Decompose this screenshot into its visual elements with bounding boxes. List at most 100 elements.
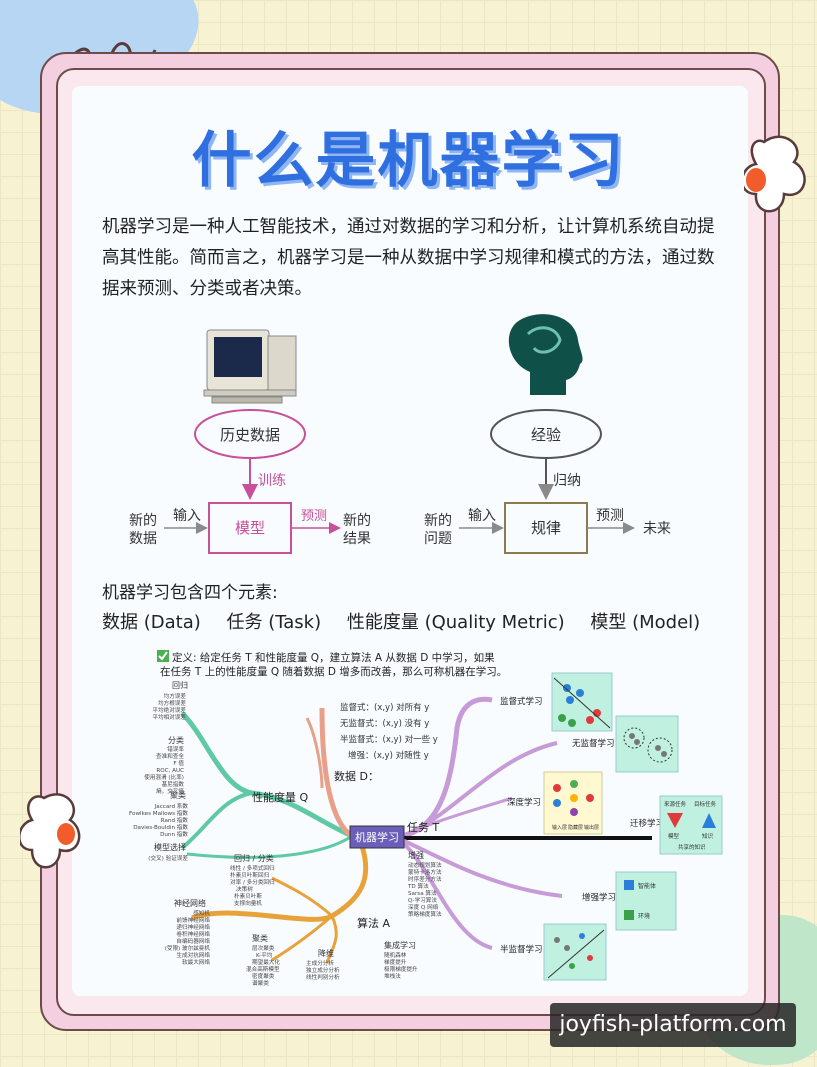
induce-label: 归纳 xyxy=(553,472,581,489)
algo-sub: 堆栈法 xyxy=(384,972,401,980)
element-task: 任务 (Task) xyxy=(226,612,322,633)
rl-env-label: 环境 xyxy=(638,912,650,920)
metric-sub: 均方根误差 xyxy=(158,699,186,707)
page-title: 什么是机器学习 xyxy=(191,126,626,196)
algo-group: 集成学习 xyxy=(384,940,416,950)
algo-sub: 期望最大化 xyxy=(252,958,280,966)
semi-supervised-thumbnail xyxy=(543,923,607,981)
algo-sub: 谱聚类 xyxy=(252,979,269,987)
metric-sub: 基尼指数 xyxy=(162,780,185,788)
algo-sub: 策略梯度算法 xyxy=(408,910,442,918)
algo-sub: 支撑向量机 xyxy=(234,899,262,907)
algo-sub: Sarsa 算法 xyxy=(408,889,437,897)
algo-sub: 生成对抗网络 xyxy=(176,951,210,959)
center-node xyxy=(349,825,405,849)
new-problem-label-2: 问题 xyxy=(424,531,452,547)
algo-sub: 朴素贝叶斯回归 xyxy=(230,871,270,879)
data-item: 增强：(x,y) 对随性 y xyxy=(348,750,429,761)
input-label-right: 输入 xyxy=(468,508,496,524)
algo-sub: 动态规划算法 xyxy=(408,861,442,869)
decor-flower-right xyxy=(744,135,806,213)
algo-sub: 密度聚类 xyxy=(252,972,275,980)
intro-paragraph: 机器学习是一种人工智能技术，通过对数据的学习和分析，让计算机系统自动提高其性能。… xyxy=(102,217,715,299)
algo-sub: 递归神经网络 xyxy=(176,923,210,931)
experience-label: 经验 xyxy=(531,426,561,444)
new-result-label-2: 结果 xyxy=(343,531,371,547)
metric-sub: Rand 指数 xyxy=(161,816,189,824)
definition-line-2: 在任务 T 上的性能度量 Q 随着数据 D 增多而改善，那么可称机器在学习。 xyxy=(160,665,507,678)
decor-flower-left xyxy=(20,793,81,869)
rule-label: 规律 xyxy=(531,519,561,537)
future-label: 未来 xyxy=(643,521,671,537)
algo-sub: 随机森林 xyxy=(384,951,407,959)
algo-sub: TD 算法 xyxy=(407,882,429,890)
elements-list: 数据 (Data) 任务 (Task) 性能度量 (Quality Metric… xyxy=(102,608,720,634)
algo-sub: 线性判别分析 xyxy=(306,973,340,981)
transfer-knowledge-label: 知识 xyxy=(702,832,714,840)
new-result-label-1: 新的 xyxy=(343,513,371,529)
transfer-model-label: 模型 xyxy=(668,832,680,840)
task-node-label: 任务 T xyxy=(407,821,439,834)
algo-group: 增强 xyxy=(408,850,424,860)
algo-group: 降维 xyxy=(318,948,334,958)
algo-sub: 对率 / 多分类回归 xyxy=(230,878,275,886)
metric-node-label: 性能度量 Q xyxy=(252,790,308,804)
algo-sub: 卷积神经网络 xyxy=(176,930,210,938)
algo-sub: 混合高斯模型 xyxy=(246,965,280,973)
metric-sub: 平均绝对误差 xyxy=(152,706,186,714)
transfer-source-label: 来源任务 xyxy=(664,800,687,808)
metric-sub: Jaccard 系数 xyxy=(154,802,189,810)
algo-sub: 极限梯度提升 xyxy=(384,965,418,973)
algo-group: 回归 / 分类 xyxy=(234,853,274,863)
element-quality-metric: 性能度量 (Quality Metric) xyxy=(346,612,565,633)
new-problem-label-1: 新的 xyxy=(424,513,452,529)
deep-input-label: 输入层 xyxy=(552,824,567,831)
data-item: 监督式：(x,y) 对所有 y xyxy=(340,702,429,713)
algo-sub: 前馈神经网络 xyxy=(176,916,210,924)
data-item: 半监督式：(x,y) 对一些 y xyxy=(340,734,438,745)
algo-sub: (受限) 玻尔兹曼机 xyxy=(165,944,211,952)
deep-hidden-label: 隐藏层 xyxy=(568,824,583,831)
transfer-target-label: 目标任务 xyxy=(694,800,717,808)
algo-sub: 独立成分分析 xyxy=(306,966,340,974)
metric-sub: 平均相对误差 xyxy=(152,713,186,721)
algo-sub: K-平均 xyxy=(256,951,273,959)
metric-sub: 熵，交叉熵 xyxy=(156,787,184,795)
mindmap: 定义: 给定任务 T 和性能度量 Q，建立算法 A 从数据 D 中学习，如果 在… xyxy=(129,650,723,987)
head-icon xyxy=(508,314,583,395)
computer-icon xyxy=(203,329,297,404)
metric-sub: F 值 xyxy=(173,759,184,767)
deep-output-label: 输出层 xyxy=(584,824,599,831)
algo-sub: 感知机 xyxy=(193,909,210,917)
task-item: 无监督学习 xyxy=(572,738,615,749)
algo-sub: 决策树 xyxy=(236,885,253,893)
algo-sub: 主成分分析 xyxy=(306,959,334,967)
algo-sub: 线性 / 多项式回归 xyxy=(230,864,275,872)
algo-sub: 梯度提升 xyxy=(384,958,407,966)
element-data: 数据 (Data) xyxy=(102,612,201,633)
algo-group: 神经网络 xyxy=(174,898,206,908)
algo-sub: 朴素贝叶斯 xyxy=(234,892,262,900)
algo-sub: 蒙特卡洛方法 xyxy=(408,868,442,876)
algo-sub: 自编码器网络 xyxy=(176,937,210,945)
element-model: 模型 (Model) xyxy=(590,612,701,633)
metric-sub: Fowlkes Mallows 指数 xyxy=(129,809,188,817)
metric-sub: ROC, AUC xyxy=(156,768,184,774)
task-item: 半监督学习 xyxy=(500,944,543,955)
data-item: 无监督式：(x,y) 没有 y xyxy=(340,718,429,729)
history-data-label: 历史数据 xyxy=(220,426,280,444)
algo-sub: 时序差分方法 xyxy=(408,875,442,883)
algo-node-label: 算法 A xyxy=(357,916,390,930)
metric-sub: 查准和查全 xyxy=(156,752,184,760)
algo-sub: 层次聚类 xyxy=(252,944,275,952)
input-label-left: 输入 xyxy=(173,508,201,524)
metric-sub: Dunn 指数 xyxy=(160,830,188,838)
transfer-shared-label: 共享的知识 xyxy=(678,843,706,851)
center-label: 机器学习 xyxy=(355,830,399,844)
new-data-label-2: 数据 xyxy=(129,531,157,547)
metric-group: 模型选择 xyxy=(154,842,186,852)
metric-group: 回归 xyxy=(172,680,188,690)
data-node-label: 数据 D： xyxy=(334,769,379,783)
model-label: 模型 xyxy=(235,519,265,537)
